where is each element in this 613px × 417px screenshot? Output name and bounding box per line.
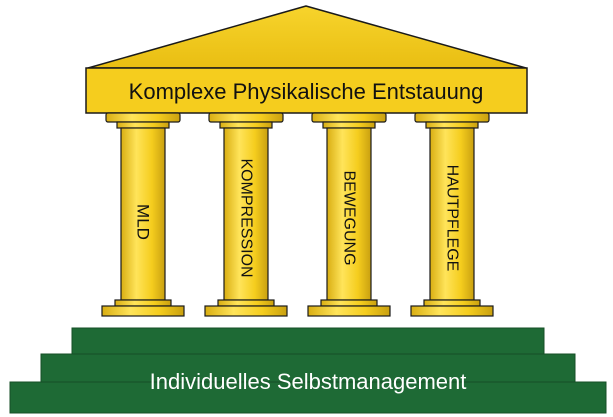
pillar-label: BEWEGUNG [341, 170, 358, 265]
step-bottom [9, 381, 607, 414]
step-top [71, 327, 545, 355]
pillar-shaft [223, 127, 269, 301]
pillar-base-lower [204, 305, 288, 317]
pillar-label: KOMPRESSION [238, 158, 255, 277]
pillar-neck [425, 121, 479, 129]
step-middle [40, 353, 576, 383]
pillar: HAUTPFLEGE [410, 112, 494, 317]
pillar-base-lower [307, 305, 391, 317]
pillar-label: MLD [134, 204, 153, 240]
pillar-neck [322, 121, 376, 129]
pillar-neck [219, 121, 273, 129]
pillar-base-upper [217, 299, 275, 307]
pillar-capital [208, 112, 284, 123]
pillar-base-lower [410, 305, 494, 317]
pillar-base-upper [320, 299, 378, 307]
pillar-base-upper [423, 299, 481, 307]
roof-pediment [87, 5, 527, 69]
pillar-shaft [326, 127, 372, 301]
pillars: MLD KOMPRESSION BEWEGUNG HAUTPFLEGE [101, 112, 494, 317]
title-beam [85, 67, 528, 114]
pillar: KOMPRESSION [204, 112, 288, 317]
pillar-neck [116, 121, 170, 129]
pillar-capital [414, 112, 490, 123]
pillar-label: HAUTPFLEGE [444, 165, 461, 272]
pillar-base-lower [101, 305, 185, 317]
diagram-title: Komplexe Physikalische Entstauung [129, 79, 484, 104]
pillar-capital [311, 112, 387, 123]
pillar-capital [105, 112, 181, 123]
pillar: MLD [101, 112, 185, 317]
pillar: BEWEGUNG [307, 112, 391, 317]
pillar-shaft [120, 127, 166, 301]
pillar-base-upper [114, 299, 172, 307]
foundation-label: Individuelles Selbstmanagement [150, 369, 467, 394]
